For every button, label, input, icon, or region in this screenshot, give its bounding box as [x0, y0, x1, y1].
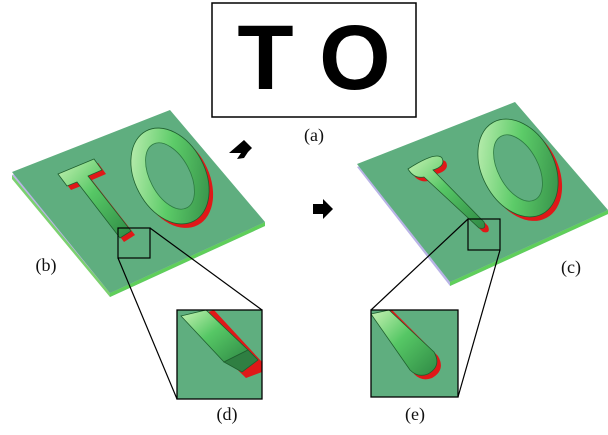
zoom-connectors: [117, 218, 501, 400]
source-image-frame: [211, 2, 417, 118]
panel-d-inset: [176, 309, 263, 400]
source-image-panel: T O: [211, 2, 417, 118]
panel-e-inset: [370, 309, 459, 398]
arrow-b-to-c-icon: [313, 199, 333, 219]
label-b: (b): [36, 255, 57, 276]
label-d: (d): [217, 404, 238, 425]
label-a: (a): [304, 125, 324, 146]
panel-b-letters: [57, 127, 214, 242]
label-c: (c): [561, 257, 581, 278]
panel-c-zoom-box: [467, 218, 501, 251]
arrow-a-to-b-icon: [229, 140, 252, 159]
panel-b-zoom-box: [117, 227, 151, 259]
source-image-text: T O: [237, 7, 390, 109]
label-e: (e): [405, 404, 425, 425]
panel-c-letters: [407, 118, 563, 233]
